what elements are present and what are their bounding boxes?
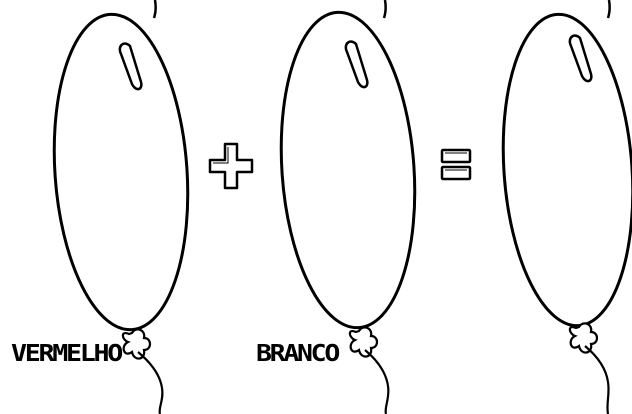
balloon-1-color-label: VERMELHO	[11, 341, 122, 367]
balloon-3-knot-icon	[570, 323, 597, 352]
balloon-1-knot-icon	[123, 329, 150, 358]
balloon-2-bottom-string	[365, 350, 388, 414]
balloon-2-color-label: BRANCO	[256, 341, 339, 367]
plus-icon	[210, 144, 252, 188]
balloon-2-knot-icon	[350, 327, 377, 356]
balloon-3-bottom-string	[585, 346, 609, 414]
balloon-3-body	[493, 10, 632, 330]
balloon-2: BRANCO	[256, 0, 425, 414]
balloon-1: VERMELHO	[11, 0, 198, 414]
balloon-1-bottom-string	[138, 352, 162, 414]
balloon-3	[493, 0, 632, 414]
balloon-3-top-string	[608, 0, 610, 18]
equals-icon	[442, 150, 470, 179]
balloon-1-body	[44, 10, 198, 334]
balloon-1-top-string	[154, 0, 156, 18]
balloon-2-top-string	[384, 0, 386, 18]
